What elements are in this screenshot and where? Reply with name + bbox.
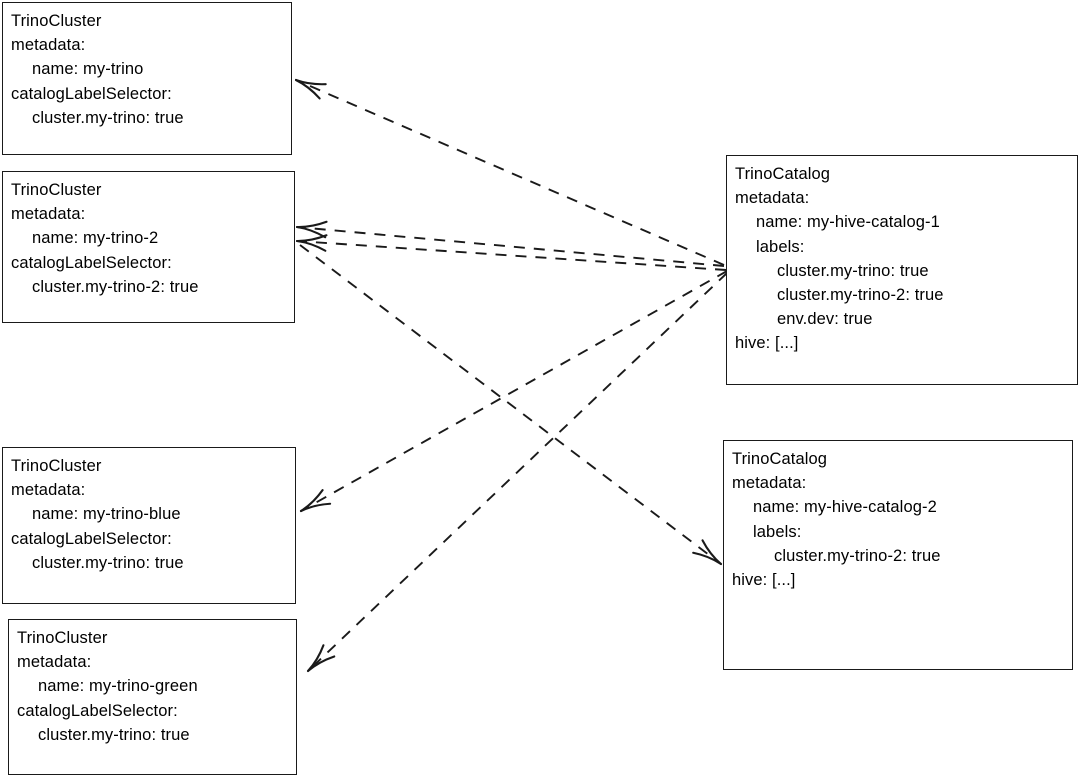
node-field-line: name: my-hive-catalog-1 (756, 213, 940, 232)
arrowhead-barb (295, 225, 327, 239)
node-field-line: metadata: (735, 189, 810, 208)
edge-my-trino-2-to-catalog2 (299, 244, 723, 566)
node-field-line: name: my-trino-blue (32, 505, 181, 524)
node-field-line: name: my-trino-2 (32, 229, 159, 248)
node-kind-label: TrinoCluster (11, 181, 102, 199)
arrowhead-barb (306, 655, 336, 673)
arrowhead-barb (295, 220, 328, 229)
node-field-line: metadata: (11, 481, 86, 500)
node-catalog-my-hive-catalog-1[interactable]: TrinoCatalog metadata: name: my-hive-catal… (726, 155, 1078, 385)
node-field-line: cluster.my-trino: true (32, 108, 184, 127)
edge-line (296, 226, 725, 267)
edge-catalog1-to-my-trino-blue (299, 270, 728, 513)
node-field-line: metadata: (732, 474, 807, 493)
node-kind-label: TrinoCatalog (735, 165, 831, 183)
node-field-line: cluster.my-trino-2: true (32, 277, 199, 296)
node-field-line: metadata: (11, 36, 86, 55)
node-field-line: catalogLabelSelector: (17, 701, 178, 720)
node-field-line: catalogLabelSelector: (11, 253, 172, 272)
node-kind-label: TrinoCatalog (732, 450, 828, 468)
edge-catalog1-to-my-trino-green (306, 272, 728, 673)
node-cluster-my-trino-blue[interactable]: TrinoCluster metadata: name: my-trino-blue… (2, 447, 296, 604)
edge-line (295, 79, 725, 266)
node-catalog-my-hive-catalog-2[interactable]: TrinoCatalog metadata: name: my-hive-catal… (723, 440, 1073, 670)
node-field-line: name: my-trino-green (38, 677, 198, 696)
edge-line (307, 272, 728, 672)
node-field-line: env.dev: true (777, 310, 873, 329)
node-field-line: hive: [...] (732, 571, 796, 590)
edge-line (300, 270, 728, 512)
arrowhead-barb (294, 78, 321, 100)
node-field-line: catalogLabelSelector: (11, 529, 172, 548)
edge-line (299, 244, 722, 565)
node-cluster-my-trino-green[interactable]: TrinoCluster metadata: name: my-trino-gree… (8, 619, 297, 775)
node-field-line: metadata: (17, 653, 92, 672)
edge-catalog1-to-my-trino-2-lower (295, 234, 727, 271)
arrowhead-barb (295, 239, 327, 252)
arrowhead-barb (294, 78, 327, 86)
node-cluster-my-trino[interactable]: TrinoCluster metadata: name: my-trino catal… (2, 2, 292, 155)
node-kind-label: TrinoCluster (11, 12, 102, 30)
node-field-line: name: my-trino (32, 60, 144, 79)
node-field-line: cluster.my-trino-2: true (774, 546, 941, 565)
node-field-line: cluster.my-trino: true (777, 261, 929, 280)
node-field-line: cluster.my-trino: true (38, 725, 190, 744)
arrowhead-barb (295, 234, 328, 243)
node-kind-label: TrinoCluster (11, 457, 102, 475)
node-field-line: cluster.my-trino-2: true (777, 286, 944, 305)
node-field-line: catalogLabelSelector: (11, 84, 172, 103)
node-field-line: hive: [...] (735, 334, 799, 353)
edge-catalog1-to-my-trino-2-upper (295, 220, 725, 267)
arrowhead-barb (306, 644, 325, 673)
node-field-line: name: my-hive-catalog-2 (753, 498, 937, 517)
arrowhead-barb (299, 489, 324, 513)
node-field-line: metadata: (11, 205, 86, 224)
node-cluster-my-trino-2[interactable]: TrinoCluster metadata: name: my-trino-2 cat… (2, 171, 295, 323)
arrowhead-barb (701, 539, 723, 566)
arrowhead-barb (692, 551, 723, 566)
node-field-line: cluster.my-trino: true (32, 553, 184, 572)
node-field-line: labels: (753, 522, 802, 541)
arrowhead-barb (299, 502, 332, 513)
node-field-line: labels: (756, 237, 805, 256)
edge-catalog1-to-my-trino (294, 78, 725, 266)
node-kind-label: TrinoCluster (17, 629, 108, 647)
edge-line (296, 240, 727, 271)
